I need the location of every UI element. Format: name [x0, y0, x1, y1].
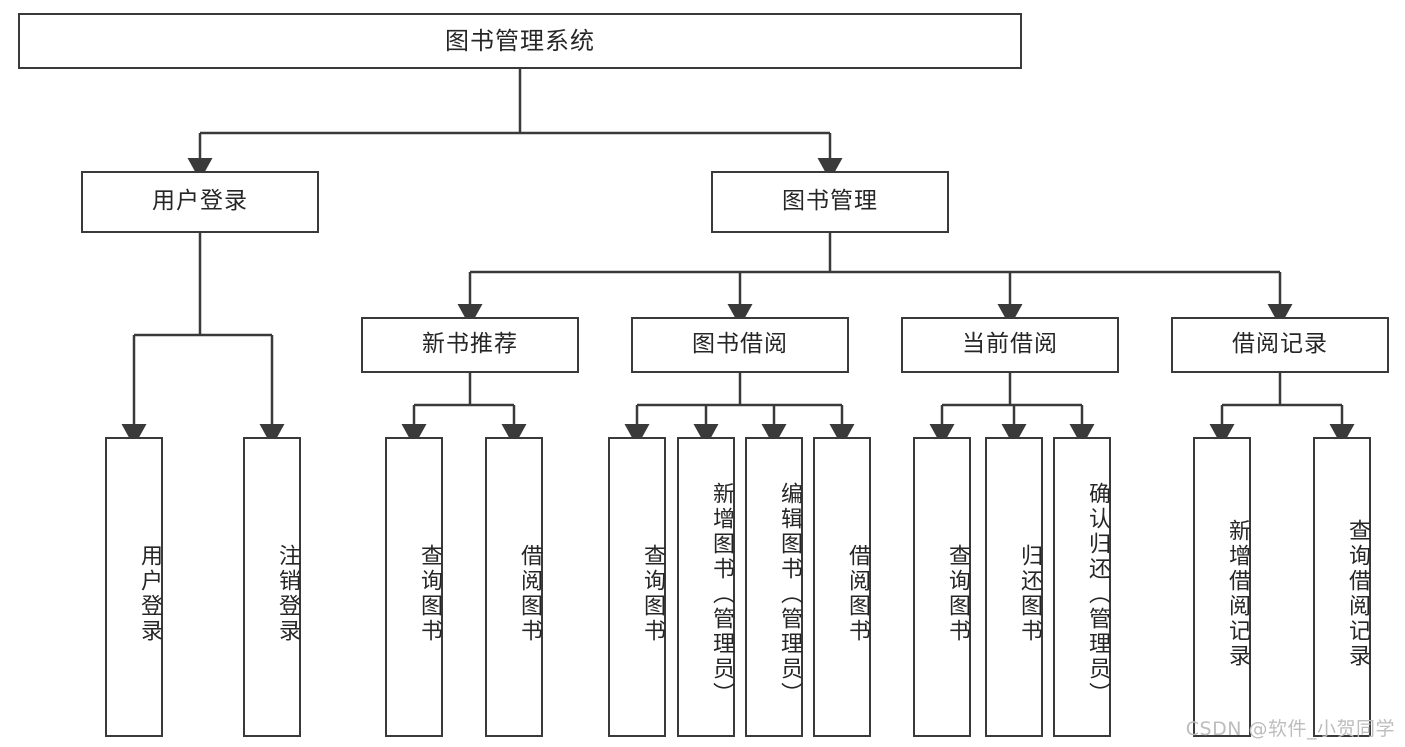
node-leaf-add-borrow-record[interactable]: 新增借阅记录 [1193, 437, 1251, 737]
node-leaf-add-book-admin[interactable]: 新增图书（管理员） [677, 437, 735, 737]
node-leaf-edit-book-admin-label: 编辑图书（管理员） [777, 481, 802, 707]
node-root-book-management-system[interactable]: 图书管理系统 [18, 13, 1022, 69]
node-leaf-query-book-3-label: 查询图书 [945, 544, 970, 644]
node-leaf-borrow-book-1[interactable]: 借阅图书 [485, 437, 543, 737]
node-book-manage-label: 图书管理 [782, 188, 878, 215]
node-leaf-return-book-label: 归还图书 [1017, 544, 1042, 644]
node-leaf-user-login-label: 用户登录 [137, 544, 162, 644]
node-leaf-user-login[interactable]: 用户登录 [105, 437, 163, 737]
node-leaf-borrow-book-2-label: 借阅图书 [845, 544, 870, 644]
node-leaf-borrow-book-2[interactable]: 借阅图书 [813, 437, 871, 737]
node-leaf-add-book-admin-label: 新增图书（管理员） [709, 481, 734, 707]
node-root-label: 图书管理系统 [445, 26, 595, 55]
node-leaf-query-book-2-label: 查询图书 [640, 544, 665, 644]
node-leaf-query-borrow-record[interactable]: 查询借阅记录 [1313, 437, 1371, 737]
watermark: CSDN @软件_小贺同学 [1185, 718, 1395, 740]
node-book-manage[interactable]: 图书管理 [711, 171, 949, 233]
node-current-borrow-label: 当前借阅 [962, 331, 1058, 358]
node-borrow-record[interactable]: 借阅记录 [1171, 317, 1389, 373]
node-leaf-return-book[interactable]: 归还图书 [985, 437, 1043, 737]
node-leaf-query-book-1[interactable]: 查询图书 [385, 437, 443, 737]
node-user-login[interactable]: 用户登录 [81, 171, 319, 233]
node-leaf-edit-book-admin[interactable]: 编辑图书（管理员） [745, 437, 803, 737]
node-leaf-query-book-1-label: 查询图书 [417, 544, 442, 644]
node-book-borrow-label: 图书借阅 [692, 331, 788, 358]
node-leaf-query-borrow-record-label: 查询借阅记录 [1345, 519, 1370, 669]
node-leaf-query-book-3[interactable]: 查询图书 [913, 437, 971, 737]
node-leaf-user-logout[interactable]: 注销登录 [243, 437, 301, 737]
node-leaf-confirm-return-admin[interactable]: 确认归还（管理员） [1053, 437, 1111, 737]
node-leaf-user-logout-label: 注销登录 [275, 544, 300, 644]
node-book-borrow[interactable]: 图书借阅 [631, 317, 849, 373]
node-leaf-query-book-2[interactable]: 查询图书 [608, 437, 666, 737]
node-borrow-record-label: 借阅记录 [1232, 331, 1328, 358]
node-new-book-recommend-label: 新书推荐 [422, 331, 518, 358]
node-leaf-confirm-return-admin-label: 确认归还（管理员） [1085, 481, 1110, 707]
node-current-borrow[interactable]: 当前借阅 [901, 317, 1119, 373]
node-leaf-add-borrow-record-label: 新增借阅记录 [1225, 519, 1250, 669]
node-leaf-borrow-book-1-label: 借阅图书 [517, 544, 542, 644]
node-new-book-recommend[interactable]: 新书推荐 [361, 317, 579, 373]
node-user-login-label: 用户登录 [152, 188, 248, 215]
